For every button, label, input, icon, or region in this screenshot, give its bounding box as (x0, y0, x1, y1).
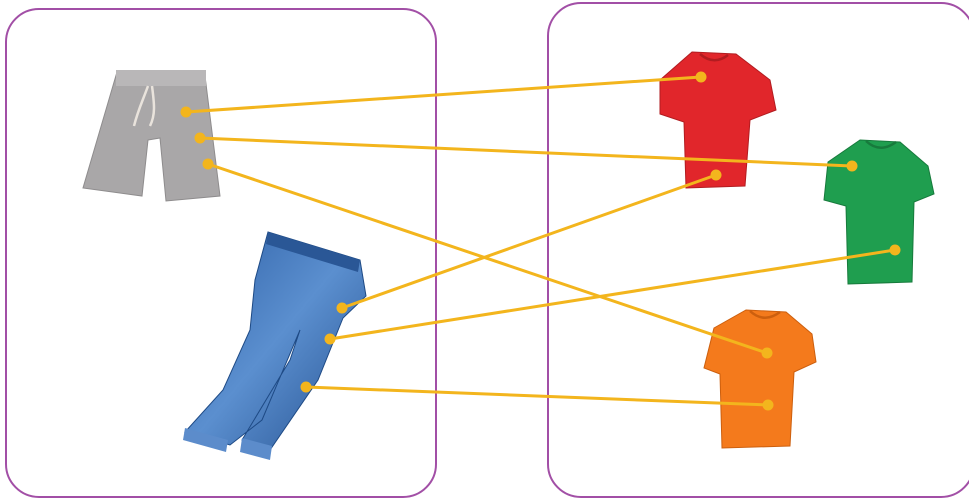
anchor-dot[interactable] (847, 161, 858, 172)
anchor-dot[interactable] (337, 303, 348, 314)
connector-jeans-green[interactable] (330, 250, 895, 339)
orange-tshirt[interactable] (704, 310, 816, 448)
anchor-dot[interactable] (711, 170, 722, 181)
connector-jeans-orange[interactable] (306, 387, 768, 405)
anchor-dot[interactable] (301, 382, 312, 393)
anchor-dot[interactable] (195, 133, 206, 144)
connector-shorts-red[interactable] (186, 77, 701, 112)
anchor-dot[interactable] (696, 72, 707, 83)
anchor-dot[interactable] (181, 107, 192, 118)
red-tshirt[interactable] (660, 52, 776, 188)
anchor-dot[interactable] (203, 159, 214, 170)
matching-scene (0, 0, 969, 483)
green-tshirt[interactable] (824, 140, 934, 284)
anchor-dot[interactable] (890, 245, 901, 256)
connector-shorts-green[interactable] (200, 138, 852, 166)
anchor-dot[interactable] (763, 400, 774, 411)
anchor-dot[interactable] (325, 334, 336, 345)
anchor-dot[interactable] (762, 348, 773, 359)
blue-jeans[interactable] (183, 232, 366, 460)
